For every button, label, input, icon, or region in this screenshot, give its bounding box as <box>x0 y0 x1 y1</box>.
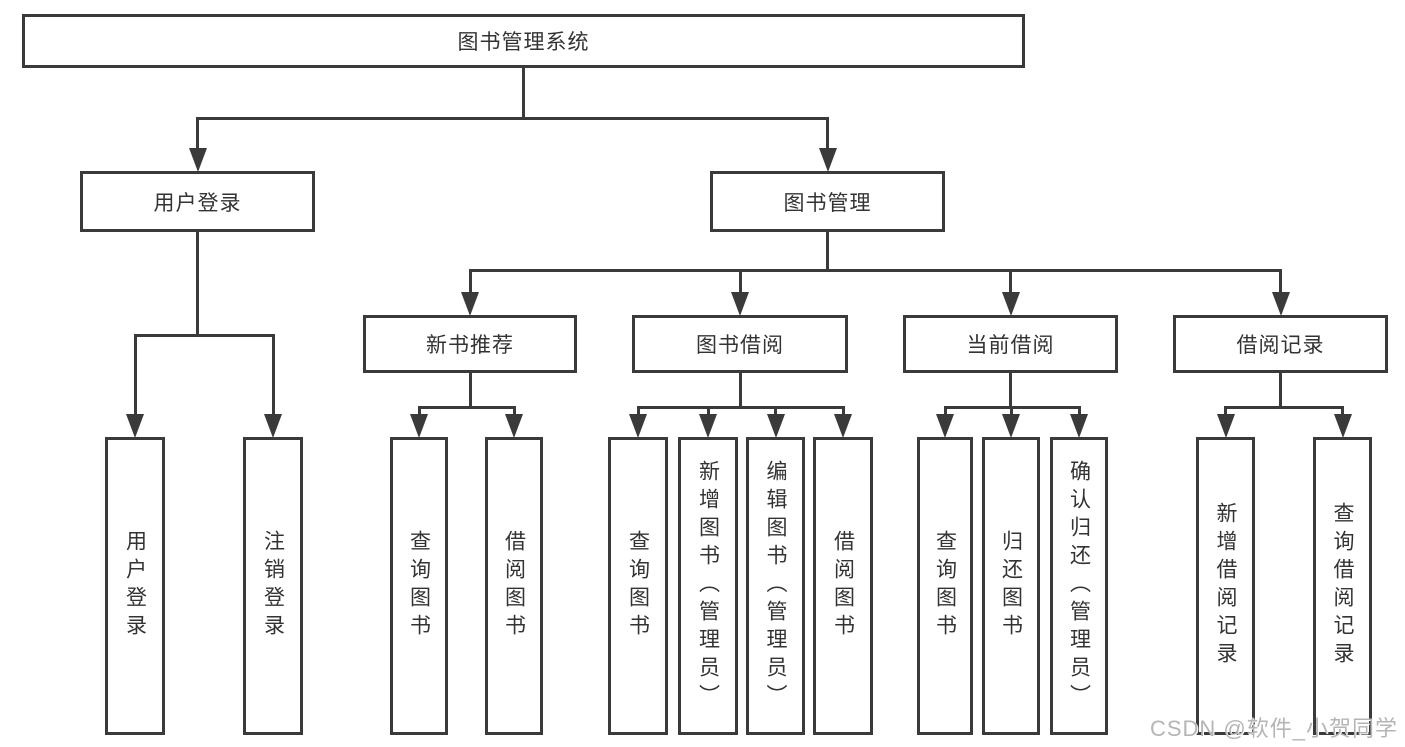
node-user-login: 用户登录 <box>80 171 315 232</box>
arrowhead-down-icon <box>410 414 428 438</box>
node-leaf-user-login: 用户登录 <box>105 437 165 735</box>
connector-drop <box>1077 407 1081 417</box>
arrowhead-down-icon <box>126 414 144 438</box>
arrowhead-down-icon <box>936 414 954 438</box>
node-leaf-edit-book: 编辑图书（管理员） <box>746 437 805 735</box>
connector-drop <box>774 407 777 417</box>
node-leaf-borrow-book-2: 借阅图书 <box>813 437 873 735</box>
connector-rail <box>417 405 516 409</box>
connector-stem <box>522 68 525 118</box>
arrowhead-down-icon <box>1271 292 1290 316</box>
connector-rail <box>468 268 1282 272</box>
connector-drop <box>738 270 742 295</box>
connector-drop <box>1279 270 1282 295</box>
arrowhead-down-icon <box>629 414 647 438</box>
connector-stem <box>826 232 829 270</box>
arrowhead-down-icon <box>731 292 749 316</box>
connector-drop <box>1009 270 1012 295</box>
arrowhead-down-icon <box>188 148 207 172</box>
connector-drop <box>943 407 947 417</box>
arrowhead-down-icon <box>1216 414 1235 438</box>
connector-drop <box>826 118 829 151</box>
node-leaf-add-book: 新增图书（管理员） <box>678 437 738 735</box>
connector-rail <box>636 405 845 409</box>
connector-drop <box>706 407 710 417</box>
watermark: CSDN @软件_小贺同学 <box>1149 716 1398 741</box>
arrowhead-down-icon <box>1070 414 1088 438</box>
arrowhead-down-icon <box>1333 414 1352 438</box>
node-root: 图书管理系统 <box>22 14 1025 68</box>
connector-drop <box>841 407 845 417</box>
connector-drop <box>196 118 199 151</box>
node-leaf-query-book-2: 查询图书 <box>608 437 668 735</box>
connector-stem <box>468 373 472 407</box>
connector-drop <box>1341 407 1344 417</box>
connector-rail <box>1224 405 1344 409</box>
arrowhead-down-icon <box>461 292 479 316</box>
node-leaf-logout: 注销登录 <box>243 437 303 735</box>
node-book-borrow: 图书借阅 <box>632 315 848 373</box>
arrowhead-down-icon <box>505 414 523 438</box>
connector-drop <box>1009 407 1013 417</box>
node-new-book-rec: 新书推荐 <box>363 315 577 373</box>
node-leaf-confirm-return: 确认归还（管理员） <box>1050 437 1108 735</box>
node-leaf-add-record: 新增借阅记录 <box>1196 437 1255 735</box>
connector-drop <box>133 335 137 417</box>
node-leaf-borrow-book-1: 借阅图书 <box>485 437 543 735</box>
connector-rail <box>196 116 829 120</box>
arrowhead-down-icon <box>1001 292 1020 316</box>
connector-drop <box>512 407 516 417</box>
arrowhead-down-icon <box>766 414 785 438</box>
connector-drop <box>271 335 275 417</box>
node-current-borrow: 当前借阅 <box>903 315 1118 373</box>
node-leaf-query-book-3: 查询图书 <box>917 437 973 735</box>
connector-stem <box>738 373 742 407</box>
connector-drop <box>417 407 421 417</box>
connector-drop <box>1224 407 1227 417</box>
node-leaf-query-book-1: 查询图书 <box>390 437 448 735</box>
connector-rail <box>133 333 275 337</box>
arrowhead-down-icon <box>834 414 852 438</box>
arrowhead-down-icon <box>818 148 837 172</box>
node-book-mgmt: 图书管理 <box>710 171 945 232</box>
connector-drop <box>636 407 640 417</box>
arrowhead-down-icon <box>699 414 717 438</box>
connector-drop <box>468 270 472 295</box>
arrowhead-down-icon <box>264 414 282 438</box>
node-leaf-query-record: 查询借阅记录 <box>1313 437 1372 735</box>
node-borrow-record: 借阅记录 <box>1173 315 1388 373</box>
connector-stem <box>196 232 199 335</box>
connector-stem <box>1279 373 1282 407</box>
arrowhead-down-icon <box>1002 414 1020 438</box>
node-leaf-return-book: 归还图书 <box>982 437 1040 735</box>
connector-stem <box>1009 373 1012 407</box>
